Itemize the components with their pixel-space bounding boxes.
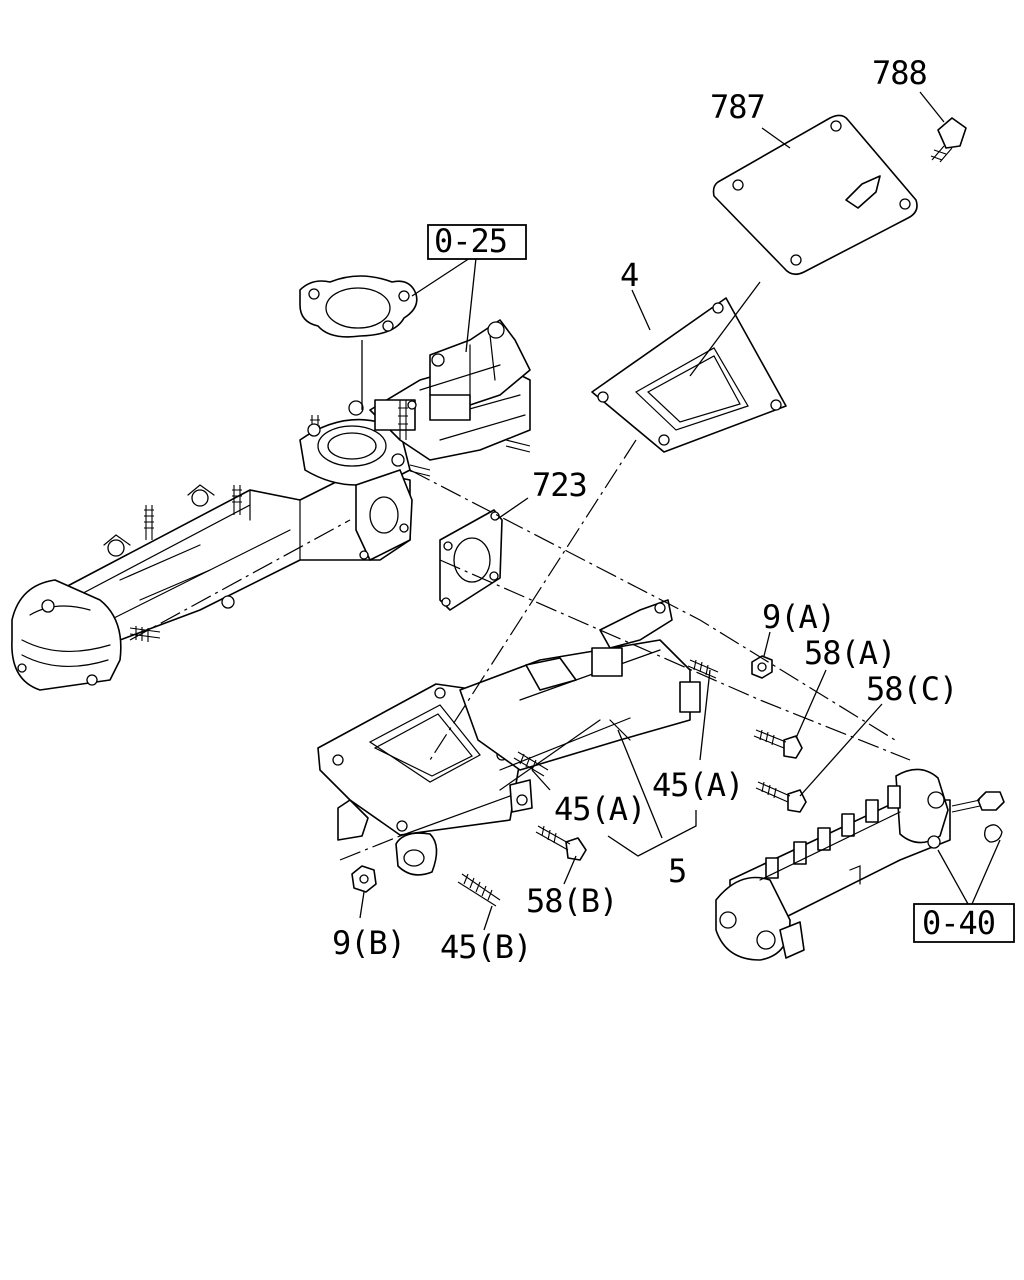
callout-787: 787	[710, 88, 765, 126]
callout-58a: 58(A)	[804, 634, 895, 672]
callout-4: 4	[620, 256, 638, 294]
assembly-axis-lines	[129, 439, 911, 861]
egr-valve	[369, 319, 531, 477]
callout-labels: 788 787 0-25 4 723 9(A) 58(A) 58(C) 45(A…	[332, 54, 1015, 966]
intake-adapter	[317, 599, 719, 876]
callout-0-25[interactable]: 0-25	[434, 222, 508, 260]
reference-box-0-25[interactable]	[427, 224, 527, 260]
cover-plate-787	[712, 114, 918, 276]
callout-9a: 9(A)	[762, 598, 835, 636]
gasket-4	[591, 297, 787, 453]
callout-0-40[interactable]: 0-40	[922, 904, 996, 942]
stud-45b	[457, 873, 501, 907]
callout-45a-right: 45(A)	[652, 766, 743, 804]
reference-box-0-40[interactable]	[913, 903, 1015, 943]
bolt-58c	[755, 781, 807, 813]
callout-58c: 58(C)	[866, 670, 957, 708]
callout-45b: 45(B)	[440, 928, 531, 966]
nut-9b	[351, 865, 377, 893]
gasket-723	[439, 509, 503, 611]
callout-723: 723	[532, 466, 587, 504]
egr-gasket	[299, 275, 418, 338]
callout-788: 788	[872, 54, 927, 92]
bolt-58b	[535, 825, 587, 861]
callout-5: 5	[668, 852, 686, 890]
nut-9a	[751, 655, 773, 679]
leader-lines	[359, 91, 1001, 931]
fuel-rail	[715, 768, 1005, 961]
callout-45a-left: 45(A)	[554, 790, 645, 828]
intake-manifold	[11, 400, 413, 691]
bolt-788	[930, 117, 967, 163]
bolt-58a	[753, 729, 803, 759]
callout-58b: 58(B)	[526, 882, 617, 920]
callout-9b: 9(B)	[332, 924, 405, 962]
